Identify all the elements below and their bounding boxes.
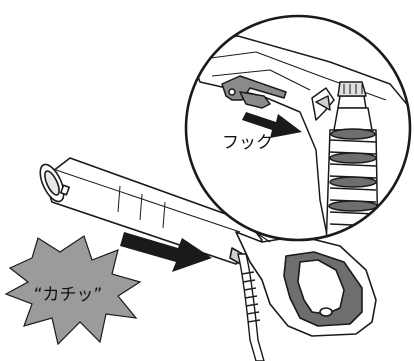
sound-label: “カチッ” <box>34 285 103 305</box>
hook-label: フック <box>222 133 273 153</box>
click-sound-burst: “カチッ” <box>6 236 140 344</box>
